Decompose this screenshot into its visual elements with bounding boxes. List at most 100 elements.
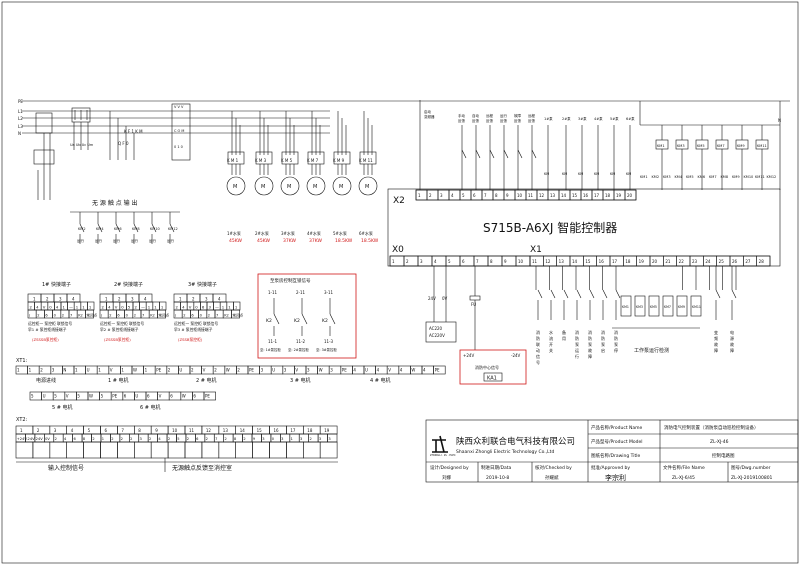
xt2-desc-18	[319, 441, 338, 459]
dwg-number-value: ZL-XJ-2019100801	[731, 475, 773, 481]
motor-symbol-6	[358, 176, 378, 196]
x2-terms-2: 2	[429, 193, 432, 198]
xt2-r2-24: 2	[243, 437, 245, 441]
xt1-b-14: 6	[193, 394, 196, 399]
dwg-number-label: 图号/Dwg.number	[731, 465, 771, 471]
qt1-r1-2: 3	[59, 297, 62, 302]
vsig-6-1: 防	[601, 335, 605, 341]
rsig-2-3: 障	[730, 347, 734, 353]
run-detect-km-6	[690, 295, 702, 317]
km-bottom-km3: KM3	[663, 175, 671, 179]
qt3-r3-6: K2	[224, 314, 229, 318]
x1-terms-11: 11	[532, 259, 538, 264]
motor-symbol-2	[254, 176, 274, 196]
passive-contact-run-2: 运行	[95, 238, 102, 243]
drawing-title-label: 图纸名称/Drawing Title	[591, 452, 641, 459]
xt1-a-24: V	[295, 368, 298, 373]
xt2-desc-2	[49, 441, 67, 459]
passive-contact-km12: KM12	[168, 227, 178, 231]
xt2-r1-11: 12	[206, 428, 212, 433]
xt1-b-8: 6	[124, 394, 127, 399]
logo-caption: ZHONGLI · ZL · ELEC	[430, 453, 456, 457]
interlock-note-1: 至: 1#泵控柜	[260, 347, 281, 352]
vsig-3-1: 用	[562, 336, 566, 341]
qt3-r3-7: 常闭点	[232, 313, 243, 318]
port-x1-label: X1	[530, 245, 542, 255]
qt2-r3-1: 2	[109, 314, 111, 318]
motor-power-1: 45KW	[229, 238, 243, 244]
qt3-note2: 早3 # 泵控柜线接端子	[174, 327, 213, 332]
xt2-r2-1: -24V	[26, 437, 35, 441]
designed-by-label: 设计/Designed by	[430, 464, 469, 471]
xt2-desc-15	[269, 441, 287, 459]
pump-km-1: KM	[544, 172, 549, 176]
x1-terms-12: 12	[545, 259, 551, 264]
rsig-1-1: 频	[714, 335, 718, 341]
xt2-desc-8	[150, 441, 169, 459]
pump-signal-6: 6#泵	[626, 116, 635, 121]
qt3-r3-0: (	[175, 314, 177, 318]
motor-m-5: M	[339, 184, 343, 190]
xt1-label: XT1:	[16, 358, 28, 364]
vsig-4-3: 运	[575, 347, 579, 353]
xt1-a-30: U	[365, 368, 368, 373]
km-bottom-km9: KM9	[732, 175, 740, 179]
qt1-r2-8: 1	[82, 305, 85, 310]
xt1-a-4: N	[63, 368, 66, 373]
x0-terms-7: 7	[476, 259, 479, 264]
coil-label-km3: KM3	[677, 144, 685, 148]
transformer-box	[33, 149, 55, 165]
coil-label-km9: KM9	[737, 144, 745, 148]
xt1-a-25: 3	[307, 368, 310, 373]
km-bottom-km11: KM11	[755, 175, 765, 179]
transfer-switch	[171, 103, 191, 161]
qt3-r2-4: 6	[202, 305, 205, 310]
run-detect-km-1	[620, 295, 632, 317]
qt2-r3-2: 6	[117, 314, 120, 318]
xt2-r2-31: 2	[309, 437, 311, 441]
qt3-note3: (ZSSB泵控柜)	[178, 337, 203, 342]
x2-terms-11: 11	[528, 193, 534, 198]
xt2-r2-17: 5	[177, 437, 179, 441]
x0-terms-6: 6	[462, 259, 465, 264]
rsig-2-1: 源	[730, 335, 734, 341]
xt2-r2-27: 0	[272, 437, 275, 441]
xt2-desc-10	[184, 441, 203, 459]
qt1-r3-7: 常闭点	[86, 313, 97, 318]
xt1-a-15: 2	[191, 368, 194, 373]
passive-contact-run-3: 运行	[113, 238, 120, 243]
quick-terminal-title-3: 3# 快接端子	[188, 281, 217, 288]
x2-terms-10: 10	[517, 193, 523, 198]
bus-label-l2: L2	[18, 116, 23, 121]
qt2-r2-0: 2	[102, 305, 105, 310]
run-detect-label-4: KM7	[664, 305, 671, 309]
vsig-7-1: 防	[614, 335, 618, 341]
passive-contact-km4: KM4	[96, 227, 104, 231]
xt1-a-13: 2	[168, 368, 171, 373]
qt3-note1: 远控柜一 泵控柜 联锁信号	[174, 321, 218, 326]
xt2-r2-4: 2	[55, 437, 57, 441]
qt2-r2-8: 1	[154, 305, 157, 310]
qt2-note3: (ZSSSB泵控柜)	[104, 337, 131, 342]
pump-km-3: KM	[578, 172, 583, 176]
vsig-5-0: 消	[588, 329, 592, 335]
motor-symbol-1	[226, 176, 246, 196]
title-block-outline	[425, 419, 799, 483]
vsig-5-4: 障	[588, 353, 592, 359]
qt3-r1-3: 4	[218, 297, 221, 302]
vsig-1-0: 消	[536, 329, 540, 335]
motor-label-5: 5#水泵	[333, 230, 347, 236]
pump-km-6: KM	[626, 172, 631, 176]
rsig-2-2: 故	[730, 341, 734, 347]
pump-km-2: KM	[562, 172, 567, 176]
interlock-col-3: 3-11	[324, 290, 334, 295]
input-signal-sub-3: 反馈	[486, 118, 494, 123]
x0-terms-3: 3	[420, 259, 423, 264]
xt1-a-8: V	[110, 368, 113, 373]
qt2-r3-4: 2	[134, 314, 136, 318]
date-value: 2019-10-8	[486, 475, 509, 481]
vsig-4-4: 行	[575, 353, 579, 359]
